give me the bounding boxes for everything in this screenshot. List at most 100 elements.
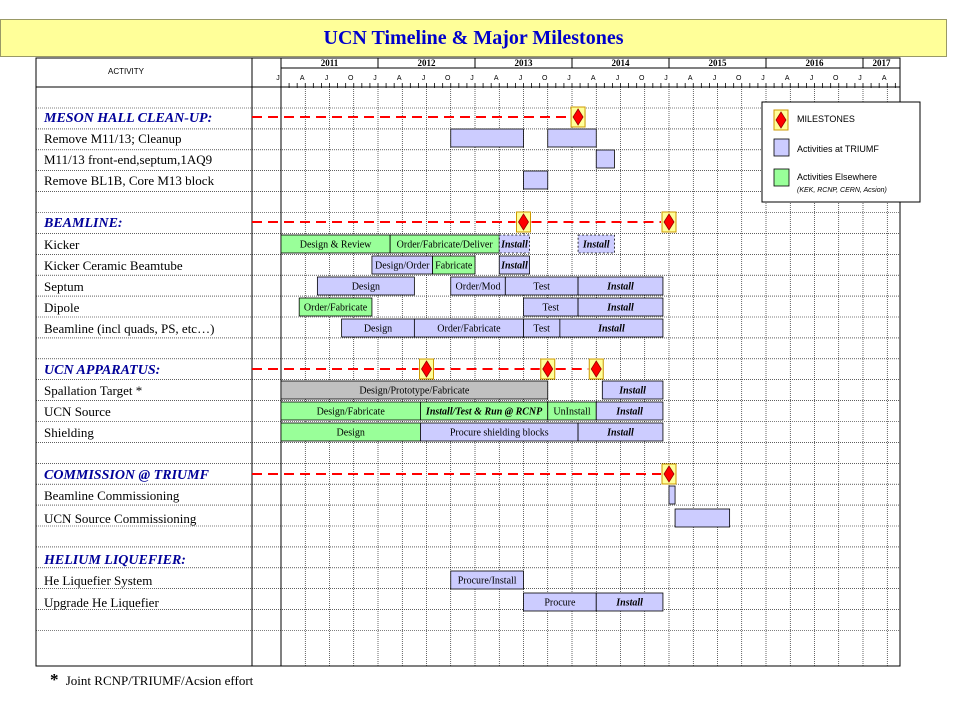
row-label: Septum [44, 279, 84, 294]
gantt-bar [577, 234, 615, 254]
legend-triumf-swatch [773, 138, 790, 157]
month-label: J [373, 75, 377, 82]
row-label: M11/13 front-end,septum,1AQ9 [44, 152, 212, 167]
milestone-icon [590, 360, 602, 378]
row-label: Shielding [44, 425, 94, 440]
month-label: O [445, 75, 451, 82]
row-label: Beamline Commissioning [44, 488, 180, 503]
month-label: A [785, 75, 790, 82]
gantt-bar-label: Design & Review [300, 240, 372, 251]
year-label: 2015 [709, 58, 728, 68]
gantt-bar-label: Design [352, 282, 380, 293]
gantt-bar [432, 255, 476, 275]
milestone-marker [516, 211, 531, 233]
footnote-text: Joint RCNP/TRIUMF/Acsion effort [65, 673, 254, 688]
milestone-marker [419, 358, 434, 380]
month-label: O [639, 75, 645, 82]
row-label: UCN Source Commissioning [44, 511, 197, 526]
gantt-bar-label: Design/Order [375, 261, 430, 272]
row-label: He Liquefier System [44, 573, 152, 588]
milestone-marker [570, 106, 586, 128]
milestone-marker [661, 463, 677, 485]
row-label: Dipole [44, 300, 80, 315]
month-label: O [833, 75, 839, 82]
gantt-bar-label: Install/Test & Run @ RCNP [425, 407, 543, 418]
month-label: J [422, 75, 426, 82]
row-label: Kicker [44, 237, 80, 252]
legend-milestone-icon [773, 109, 789, 131]
gantt-bar-label: Install [606, 428, 634, 439]
gantt-bar-label: Test [543, 303, 560, 314]
gantt-bar [595, 592, 664, 612]
gantt-bar [298, 297, 373, 317]
month-label: A [300, 75, 305, 82]
gantt-bar-label: Order/Fabricate [437, 324, 501, 335]
month-label: J [616, 75, 620, 82]
gantt-bar [523, 170, 549, 190]
gantt-bar-label: Order/Fabricate [304, 303, 368, 314]
month-label: A [882, 75, 887, 82]
milestone-icon [518, 213, 529, 231]
legend-triumf-label: Activities at TRIUMF [797, 144, 879, 154]
gantt-bar [316, 276, 415, 296]
month-label: J [858, 75, 862, 82]
gantt-bar-label: Design/Prototype/Fabricate [359, 386, 470, 397]
month-label: J [713, 75, 717, 82]
gantt-bar [498, 255, 530, 275]
legend-elsewhere-label: Activities Elsewhere [797, 172, 877, 182]
gantt-bar [577, 297, 664, 317]
section-label: HELIUM LIQUEFIER: [43, 553, 186, 568]
year-label: 2017 [873, 58, 892, 68]
gantt-bar-label: Order/Mod [456, 282, 501, 293]
month-label: O [542, 75, 548, 82]
gantt-bar-label: Order/Fabricate/Deliver [397, 240, 494, 251]
section-label: BEAMLINE: [43, 216, 123, 231]
year-label: 2012 [418, 58, 437, 68]
gantt-bar-label: Test [533, 324, 550, 335]
gantt-bar [547, 128, 597, 148]
legend-elsewhere-swatch [773, 168, 790, 187]
row-label: UCN Source [44, 404, 111, 419]
gantt-bar-label: Install [500, 261, 528, 272]
gantt-bar [559, 318, 664, 338]
milestone-icon [572, 108, 584, 126]
month-label: A [688, 75, 693, 82]
month-label: J [761, 75, 765, 82]
gantt-bar [601, 380, 664, 400]
gantt-bar [498, 234, 530, 254]
footnote-star: * [50, 670, 59, 689]
gantt-bar-label: Fabricate [435, 261, 473, 272]
milestone-marker [540, 358, 556, 380]
gantt-bar-label: Install [597, 324, 625, 335]
milestone-icon [421, 360, 432, 378]
gantt-bar-label: Test [533, 282, 550, 293]
gantt-bar [595, 149, 615, 169]
section-label: UCN APPARATUS: [44, 363, 160, 378]
gantt-bar-label: Install [618, 386, 646, 397]
gantt-bar-label: Procure shielding blocks [450, 428, 549, 439]
gantt-bar [674, 508, 731, 528]
gantt-bar [577, 276, 664, 296]
gantt-bar-label: UnInstall [553, 407, 590, 418]
month-label: J [470, 75, 474, 82]
month-label: J [519, 75, 523, 82]
footnote: * Joint RCNP/TRIUMF/Acsion effort [50, 670, 253, 690]
section-label: COMMISSION @ TRIUMF [44, 468, 210, 483]
gantt-bar [577, 422, 664, 442]
gantt-bar-label: Install [606, 303, 634, 314]
milestone-icon [775, 111, 787, 129]
gantt-bar-label: Install [615, 407, 643, 418]
title-banner: UCN Timeline & Major Milestones [0, 19, 947, 57]
gantt-bar-label: Design [364, 324, 392, 335]
milestone-marker [661, 211, 677, 233]
month-label: O [736, 75, 742, 82]
row-label: Beamline (incl quads, PS, etc…) [44, 321, 214, 336]
milestone-marker [588, 358, 604, 380]
milestone-icon [663, 465, 675, 483]
month-label: A [397, 75, 402, 82]
month-label: J [567, 75, 571, 82]
gantt-bar-label: Install [500, 240, 528, 251]
month-label: J [276, 75, 280, 82]
